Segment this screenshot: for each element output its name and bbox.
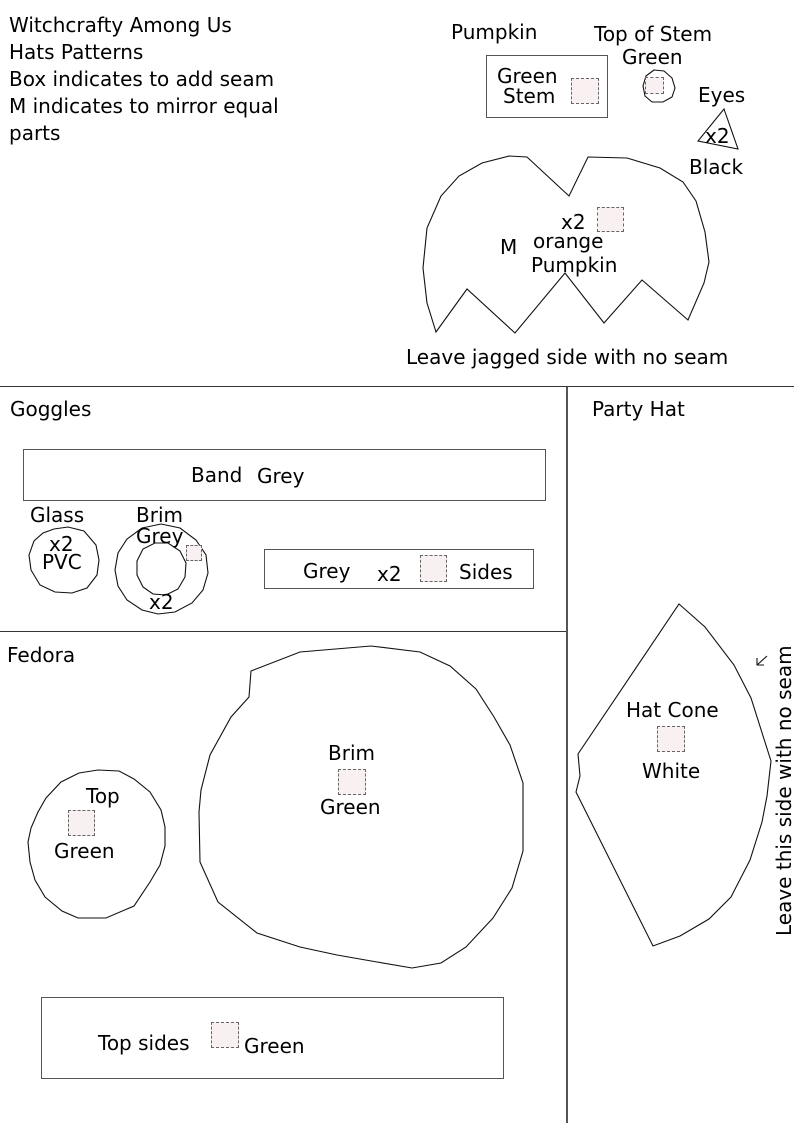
fedora-top-sides-color: Green — [244, 1034, 305, 1058]
fedora-brim-outline — [198, 645, 524, 969]
goggles-section-title: Goggles — [10, 397, 92, 421]
top-of-stem-seam-box — [645, 77, 664, 94]
fedora-top-outline — [27, 769, 166, 919]
hat-cone-color: White — [642, 759, 701, 783]
pumpkin-section-title: Pumpkin — [451, 20, 538, 44]
pumpkin-body-outline — [422, 155, 710, 334]
pumpkin-body-seam-box — [597, 207, 624, 232]
party-hat-cone-outline — [575, 603, 772, 947]
goggles-brim-inner-outline — [136, 542, 187, 596]
sides-seam-box — [420, 555, 447, 582]
eyes-label: Eyes — [698, 83, 746, 107]
goggles-band-piece — [23, 449, 546, 501]
divider-top — [0, 386, 794, 388]
eyes-count: x2 — [705, 124, 730, 148]
sides-count: x2 — [377, 562, 402, 586]
stem-seam-box — [571, 78, 599, 104]
arrow-icon-lines — [756, 655, 768, 666]
brim-seam-box — [186, 545, 202, 561]
hat-cone-seam-box — [657, 726, 685, 752]
fedora-top-label: Top — [86, 784, 120, 808]
fedora-top-seam-box — [68, 810, 95, 836]
fedora-top-sides-piece — [41, 997, 504, 1079]
band-color: Grey — [257, 464, 305, 488]
fedora-top-color: Green — [54, 839, 115, 863]
pumpkin-body-label: Pumpkin — [531, 253, 618, 277]
mirror-mark: M — [500, 235, 518, 259]
title-line: Witchcrafty Among Us — [9, 13, 232, 37]
hat-cone-label: Hat Cone — [626, 698, 719, 722]
legend-mirror-line-cont: parts — [9, 121, 61, 145]
instructions: Witchcrafty Among Us Hats Patterns Box i… — [9, 12, 279, 147]
party-hat-note: Leave this side with no seam — [772, 645, 794, 936]
sides-label: Sides — [459, 560, 513, 584]
top-of-stem-label: Top of Stem — [594, 22, 713, 46]
brim-count: x2 — [149, 590, 174, 614]
fedora-brim-label: Brim — [328, 741, 375, 765]
party-hat-section-title: Party Hat — [592, 397, 685, 421]
fedora-top-sides-label: Top sides — [98, 1031, 190, 1055]
pumpkin-body-count: x2 — [561, 210, 586, 234]
eyes-color: Black — [689, 155, 744, 179]
legend-mirror-line: M indicates to mirror equal — [9, 94, 279, 118]
glass-material: PVC — [42, 550, 82, 574]
goggles-sides-piece — [264, 549, 534, 589]
sides-color: Grey — [303, 559, 351, 583]
fedora-brim-color: Green — [320, 795, 381, 819]
brim-color: Grey — [136, 524, 184, 548]
subtitle-line: Hats Patterns — [9, 40, 144, 64]
fedora-section-title: Fedora — [7, 643, 76, 667]
divider-vertical — [566, 387, 568, 1123]
glass-label: Glass — [30, 503, 85, 527]
brim-label: Brim — [136, 503, 183, 527]
goggles-glass-outline — [28, 526, 100, 594]
eyes-triangle-outline — [696, 107, 739, 150]
pumpkin-note: Leave jagged side with no seam — [406, 345, 729, 369]
top-of-stem-color: Green — [622, 45, 683, 69]
pumpkin-body-color: orange — [533, 229, 604, 253]
goggles-brim-outer-outline — [114, 523, 209, 615]
top-of-stem-outline — [642, 69, 676, 103]
fedora-brim-seam-box — [338, 769, 366, 795]
fedora-top-sides-seam-box — [211, 1022, 239, 1048]
arrow-icon-head — [756, 658, 764, 666]
stem-color-label: Green — [497, 64, 558, 88]
legend-seam-line: Box indicates to add seam — [9, 67, 275, 91]
divider-middle — [0, 631, 566, 633]
band-label: Band — [191, 463, 243, 487]
glass-count: x2 — [49, 532, 74, 556]
stem-label: Stem — [503, 84, 556, 108]
